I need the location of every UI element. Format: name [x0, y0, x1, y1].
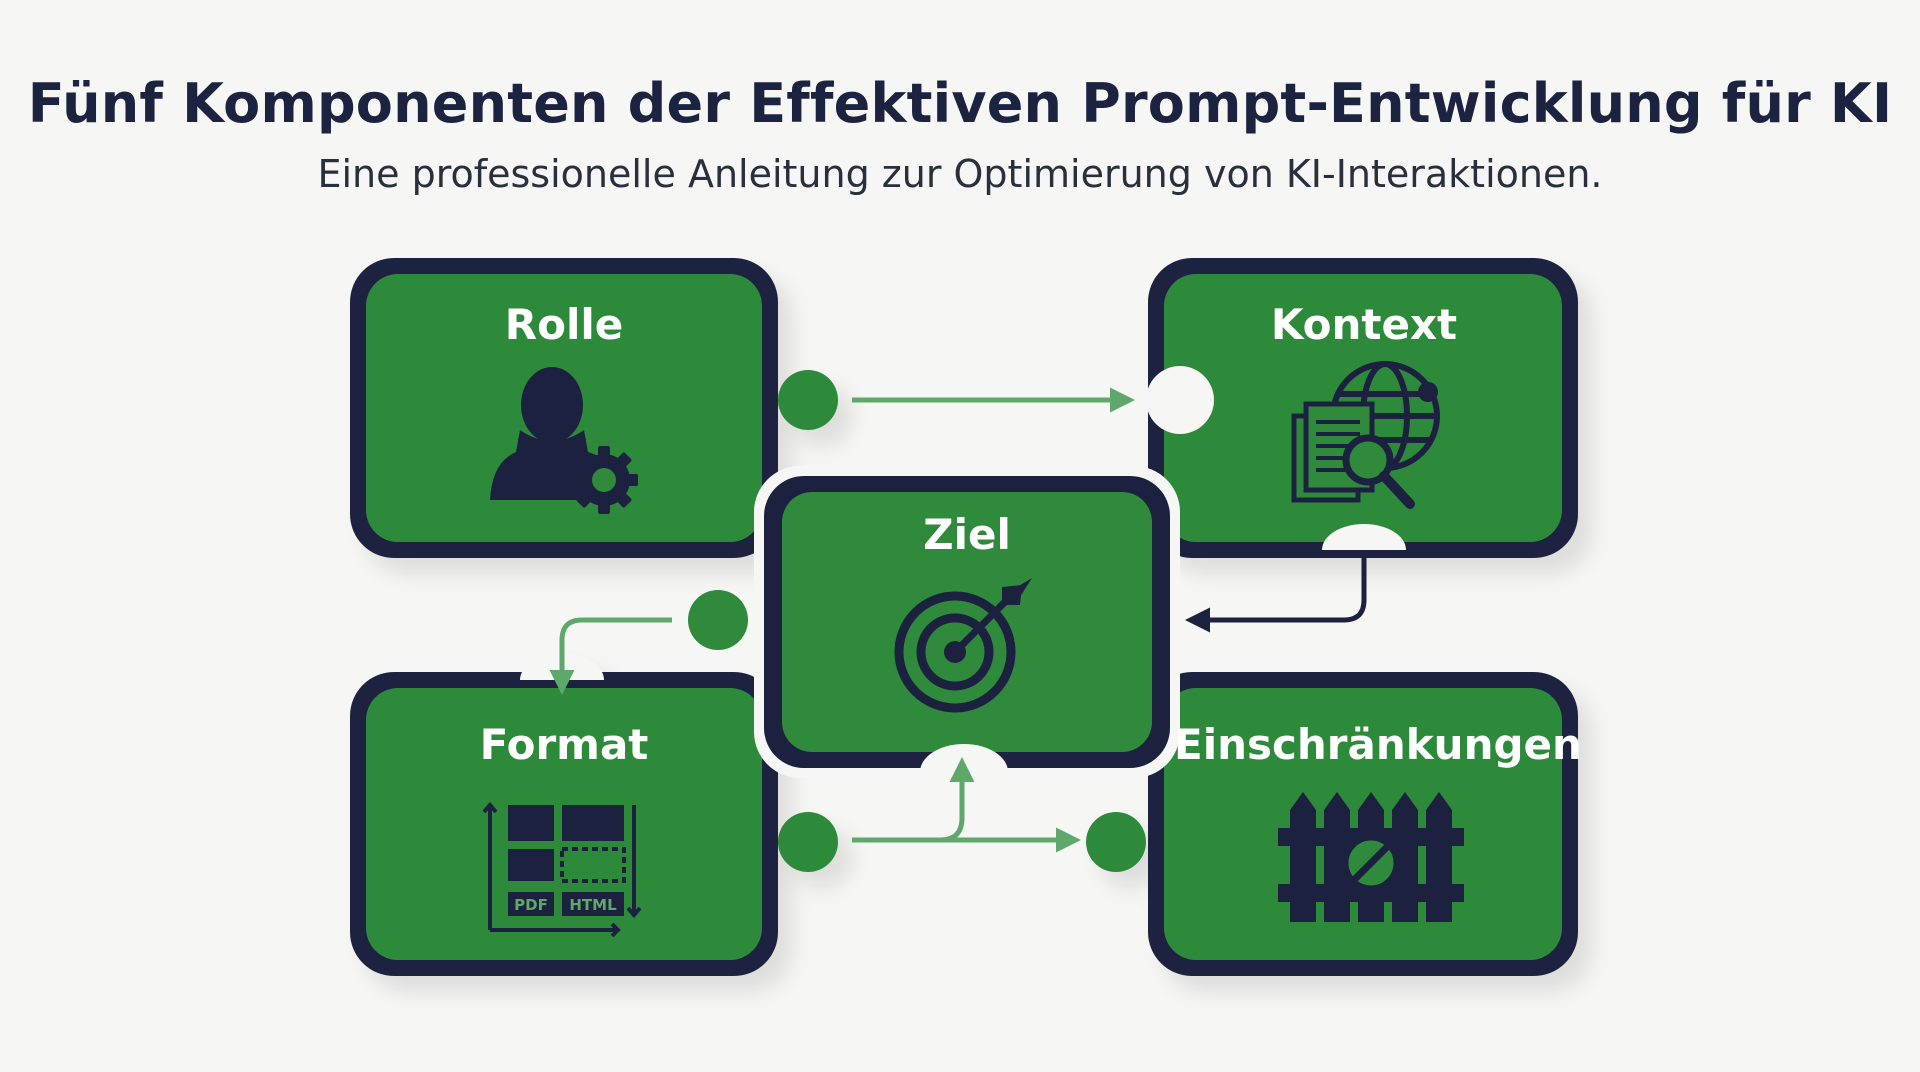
card-einschraenkungen-label: Einschränkungen: [1174, 720, 1582, 769]
page-subtitle: Eine professionelle Anleitung zur Optimi…: [317, 152, 1603, 196]
arrow-kontext-to-ziel: [1185, 556, 1367, 633]
card-rolle-label: Rolle: [504, 300, 624, 349]
layout-grid-icon: [482, 801, 642, 938]
page-title: Fünf Komponenten der Effektiven Prompt-E…: [27, 72, 1893, 135]
arrow-up-to-ziel: [939, 757, 975, 843]
fence-prohibited-icon: [1278, 792, 1464, 922]
card-ziel-label: Ziel: [923, 510, 1011, 559]
card-format-label: Format: [479, 720, 649, 769]
target-arrow-icon: [894, 578, 1032, 713]
format-badge-pdf: PDF: [514, 896, 548, 914]
card-kontext-label: Kontext: [1270, 300, 1458, 349]
documents-globe-search-icon: [1291, 361, 1440, 509]
format-badge-html: HTML: [569, 896, 617, 914]
arrow-ziel-to-format: [549, 617, 672, 695]
person-gear-icon: [490, 367, 638, 514]
